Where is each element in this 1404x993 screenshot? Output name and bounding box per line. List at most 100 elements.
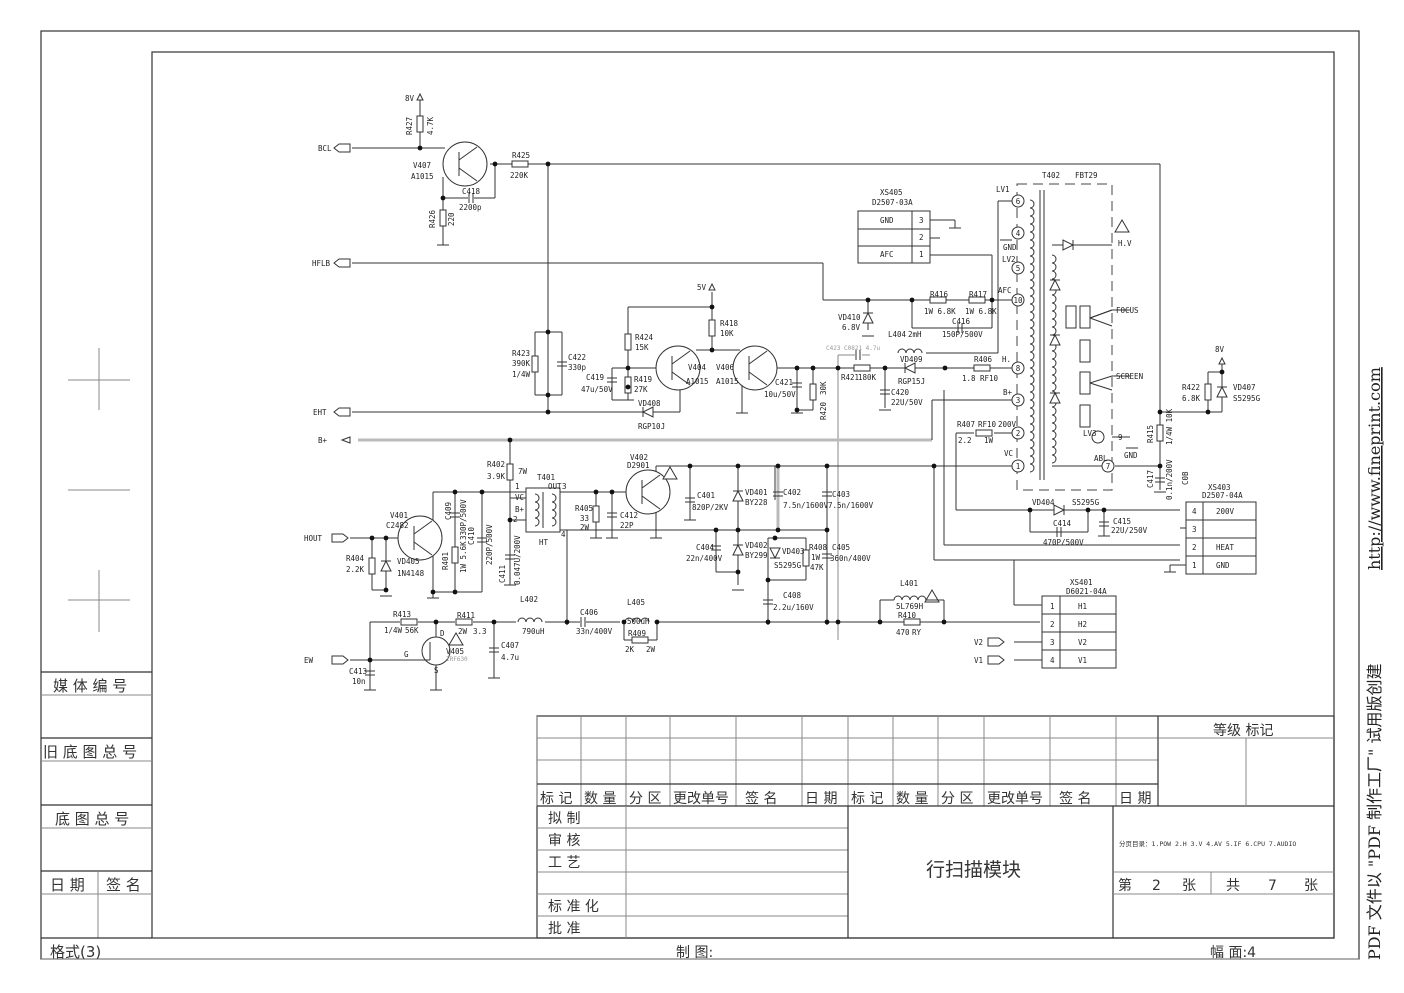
c418-ref: C418 <box>462 187 481 196</box>
c406-capacitor <box>580 617 586 627</box>
r413-rating: 1/4W <box>384 626 403 635</box>
junction-dot <box>625 365 631 371</box>
xs403-connector <box>1185 501 1257 575</box>
rail-8v-b-label: 8V <box>1215 345 1225 354</box>
ew-port[interactable] <box>331 655 349 665</box>
vd403-ref: VD403 <box>782 547 805 556</box>
banner-text: PDF 文件以 "PDF 制作工厂" 试用版创建 <box>1365 664 1384 960</box>
c404-val: 22n/400V <box>686 554 723 563</box>
junction-dot <box>794 365 800 371</box>
rail-5v-arrow <box>708 282 716 291</box>
banner-url[interactable]: http://www.fineprint.com <box>1365 367 1384 570</box>
vd408-ref: VD408 <box>638 399 661 408</box>
xs401-pin-name: V1 <box>1078 656 1087 665</box>
c419-val: 47u/50V <box>581 385 613 394</box>
c422-capacitor <box>557 361 567 367</box>
l402-val: 790uH <box>522 627 545 636</box>
r422-val: 6.8K <box>1182 394 1201 403</box>
rail-8v-arrow <box>416 92 424 101</box>
mosfet-d-pin: D <box>440 629 445 638</box>
r407-val: 2.2 <box>958 436 972 445</box>
c408-capacitor <box>763 599 773 605</box>
vd409-ref: VD409 <box>900 355 923 364</box>
l404-inductor <box>897 348 923 354</box>
junction-dot <box>507 437 513 443</box>
xs401-connector <box>1041 595 1117 669</box>
r407-ref: R407 <box>957 420 975 429</box>
c405-ref: C405 <box>832 543 850 552</box>
c410-ref: C410 <box>467 526 476 545</box>
c416-capacitor <box>957 323 963 333</box>
fbt-pin-label-vc: VC <box>1004 449 1013 458</box>
c401-capacitor <box>685 497 695 503</box>
junction-dot <box>824 527 830 533</box>
c416-val: 150P/500V <box>942 330 983 339</box>
t401-pin2: 2 <box>513 515 518 524</box>
r418-val: 10K <box>720 329 734 338</box>
revision-header: 日 期 <box>805 791 837 807</box>
revision-header: 分 区 <box>941 791 973 807</box>
hout-port[interactable] <box>331 533 349 543</box>
r425-val: 220K <box>510 171 529 180</box>
c409-val: 330P/500V <box>459 499 468 540</box>
junction-dot <box>709 304 715 310</box>
l401-ref: L401 <box>900 579 918 588</box>
r406-resistor <box>973 364 991 372</box>
inner-frame <box>151 51 1335 939</box>
total-unit: 张 <box>1304 878 1318 894</box>
c405-capacitor <box>822 553 832 559</box>
r405-ref: R405 <box>575 504 593 513</box>
r409-ref: R409 <box>628 629 646 638</box>
c407-capacitor <box>489 647 499 653</box>
junction-dot <box>942 365 948 371</box>
bcl-port[interactable] <box>333 143 351 153</box>
c404-capacitor <box>711 545 721 551</box>
bplus-port[interactable] <box>340 436 351 444</box>
t402-ref: T402 <box>1042 171 1060 180</box>
r421-ref: R421 <box>841 373 859 382</box>
junction-dot <box>709 347 715 353</box>
v2-port[interactable] <box>987 637 1005 647</box>
xs405-connector <box>857 210 931 264</box>
r413-ref: R413 <box>393 610 411 619</box>
c408-val: 2.2u/160V <box>773 603 814 612</box>
ew-label: EW <box>304 656 314 665</box>
approval-row-label: 工 艺 <box>548 855 580 871</box>
sheet-no-label: 第 <box>1118 877 1132 894</box>
junction-dot <box>621 619 627 625</box>
r424-val: 15K <box>635 343 649 352</box>
junction-dot <box>882 365 888 371</box>
fbt-pin-9 <box>1091 430 1105 444</box>
junction-dot <box>1157 463 1163 469</box>
l405-inductor <box>624 617 650 623</box>
r404-val: 2.2K <box>346 565 365 574</box>
focus-label: FOCUS <box>1116 306 1139 315</box>
vd405-diode <box>380 559 392 572</box>
c411-ref: C411 <box>498 565 507 583</box>
hflb-port[interactable] <box>333 258 351 268</box>
c418-capacitor <box>468 193 474 203</box>
vd408-val: RGP10J <box>638 422 665 431</box>
eht-port[interactable] <box>333 407 351 417</box>
c410-val: 220P/500V <box>485 524 494 565</box>
junction-dot <box>835 619 841 625</box>
c402-capacitor <box>773 491 783 497</box>
t401-ht-label: HT <box>539 538 549 547</box>
v404-ref: V404 <box>688 363 707 372</box>
xs405-pin-number: 1 <box>919 250 924 259</box>
vd401-diode <box>732 489 744 502</box>
junction-dot <box>1027 507 1033 513</box>
v406-transistor <box>732 345 778 391</box>
v1-port[interactable] <box>987 655 1005 665</box>
vd401-ref: VD401 <box>745 488 768 497</box>
xs405-pin-number: 3 <box>919 216 924 225</box>
fbt-pin-label-lv2: LV2 <box>1002 255 1016 264</box>
r422-ref: R422 <box>1182 383 1200 392</box>
fbt-pin-label-v200: 200V <box>998 420 1017 429</box>
revision-header: 更改单号 <box>987 791 1043 807</box>
c421-ref: C421 <box>775 378 793 387</box>
c415-capacitor <box>1099 521 1109 527</box>
c406-ref: C406 <box>580 608 599 617</box>
r423-rating: 1/4W <box>512 370 531 379</box>
c403-capacitor <box>822 491 832 497</box>
